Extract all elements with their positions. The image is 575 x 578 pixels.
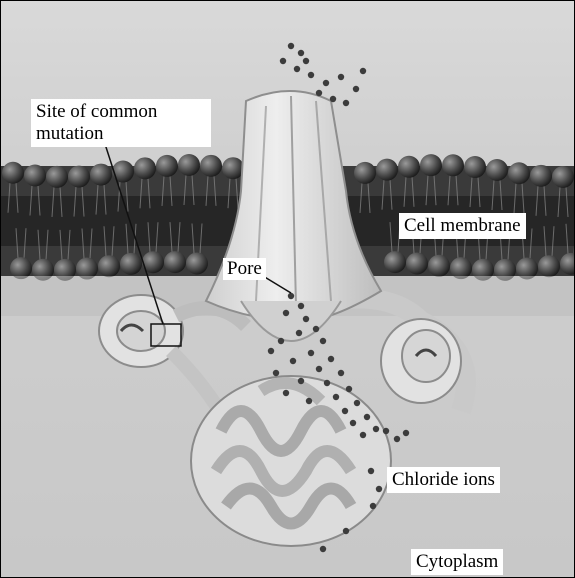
phospholipid-head xyxy=(178,154,200,176)
chloride-ion xyxy=(360,68,366,74)
chloride-ion xyxy=(273,370,279,376)
phospholipid-head xyxy=(384,251,406,273)
phospholipid-head xyxy=(538,255,560,277)
phospholipid-head xyxy=(186,252,208,274)
phospholipid-head xyxy=(200,155,222,177)
phospholipid-head xyxy=(486,159,508,181)
chloride-ion xyxy=(306,398,312,404)
chloride-ion xyxy=(330,96,336,102)
chloride-ion xyxy=(376,486,382,492)
chloride-ion xyxy=(364,414,370,420)
phospholipid-head xyxy=(2,162,24,184)
chloride-ion xyxy=(338,74,344,80)
chloride-ion xyxy=(343,100,349,106)
chloride-ion xyxy=(283,310,289,316)
phospholipid-head xyxy=(376,159,398,181)
phospholipid-head xyxy=(46,166,68,188)
phospholipid-head xyxy=(442,154,464,176)
chloride-ion xyxy=(333,394,339,400)
phospholipid-head xyxy=(552,166,574,188)
chloride-ion xyxy=(373,426,379,432)
chloride-ion xyxy=(346,386,352,392)
phospholipid-head xyxy=(10,257,32,279)
chloride-ion xyxy=(278,338,284,344)
chloride-ion xyxy=(280,58,286,64)
chloride-ion xyxy=(394,436,400,442)
phospholipid-head xyxy=(98,255,120,277)
chloride-ion xyxy=(283,390,289,396)
phospholipid-head xyxy=(450,257,472,279)
chloride-ion xyxy=(343,528,349,534)
chloride-ion xyxy=(290,358,296,364)
phospholipid-head xyxy=(354,162,376,184)
chloride-ion xyxy=(338,370,344,376)
chloride-ion xyxy=(303,58,309,64)
phospholipid-head xyxy=(156,155,178,177)
phospholipid-head xyxy=(464,156,486,178)
phospholipid-head xyxy=(134,157,156,179)
nucleotide-binding-domain xyxy=(191,376,391,546)
pore-label: Pore xyxy=(223,258,266,280)
phospholipid-head xyxy=(68,166,90,188)
chloride-ion xyxy=(313,326,319,332)
phospholipid-head xyxy=(90,164,112,186)
phospholipid-head xyxy=(398,156,420,178)
chloride-ion xyxy=(288,43,294,49)
phospholipid-head xyxy=(24,165,46,187)
chloride-ion xyxy=(383,428,389,434)
site-of-mutation-label: Site of common mutation xyxy=(31,99,211,147)
chloride-ion xyxy=(268,348,274,354)
chloride-ion xyxy=(320,546,326,552)
chloride-ion xyxy=(288,293,294,299)
chloride-ion xyxy=(353,86,359,92)
chloride-ion xyxy=(354,400,360,406)
chloride-ion xyxy=(303,316,309,322)
chloride-ion xyxy=(316,366,322,372)
phospholipid-head xyxy=(222,157,244,179)
cytoplasm-label: Cytoplasm xyxy=(411,549,503,575)
chloride-ion xyxy=(308,72,314,78)
phospholipid-head xyxy=(508,162,530,184)
chloride-ion xyxy=(298,378,304,384)
chloride-ion xyxy=(296,330,302,336)
phospholipid-head xyxy=(428,255,450,277)
phospholipid-head xyxy=(530,165,552,187)
chloride-ion xyxy=(368,468,374,474)
chloride-ion xyxy=(350,420,356,426)
chloride-ion xyxy=(298,303,304,309)
phospholipid-head xyxy=(406,252,428,274)
chloride-ion xyxy=(320,338,326,344)
chloride-ion xyxy=(316,90,322,96)
cell-membrane-label: Cell membrane xyxy=(399,213,526,239)
chloride-ion xyxy=(324,380,330,386)
chloride-ion xyxy=(328,356,334,362)
chloride-ion xyxy=(294,66,300,72)
phospholipid-head xyxy=(164,251,186,273)
chloride-ion xyxy=(370,503,376,509)
chloride-ion xyxy=(403,430,409,436)
chloride-ion xyxy=(308,350,314,356)
phospholipid-head xyxy=(420,154,442,176)
chloride-ion xyxy=(323,80,329,86)
phospholipid-head xyxy=(112,161,134,183)
chloride-ion xyxy=(360,432,366,438)
chloride-ion xyxy=(342,408,348,414)
chloride-ions-label: Chloride ions xyxy=(387,467,500,493)
phospholipid-head xyxy=(120,253,142,275)
chloride-ion xyxy=(298,50,304,56)
